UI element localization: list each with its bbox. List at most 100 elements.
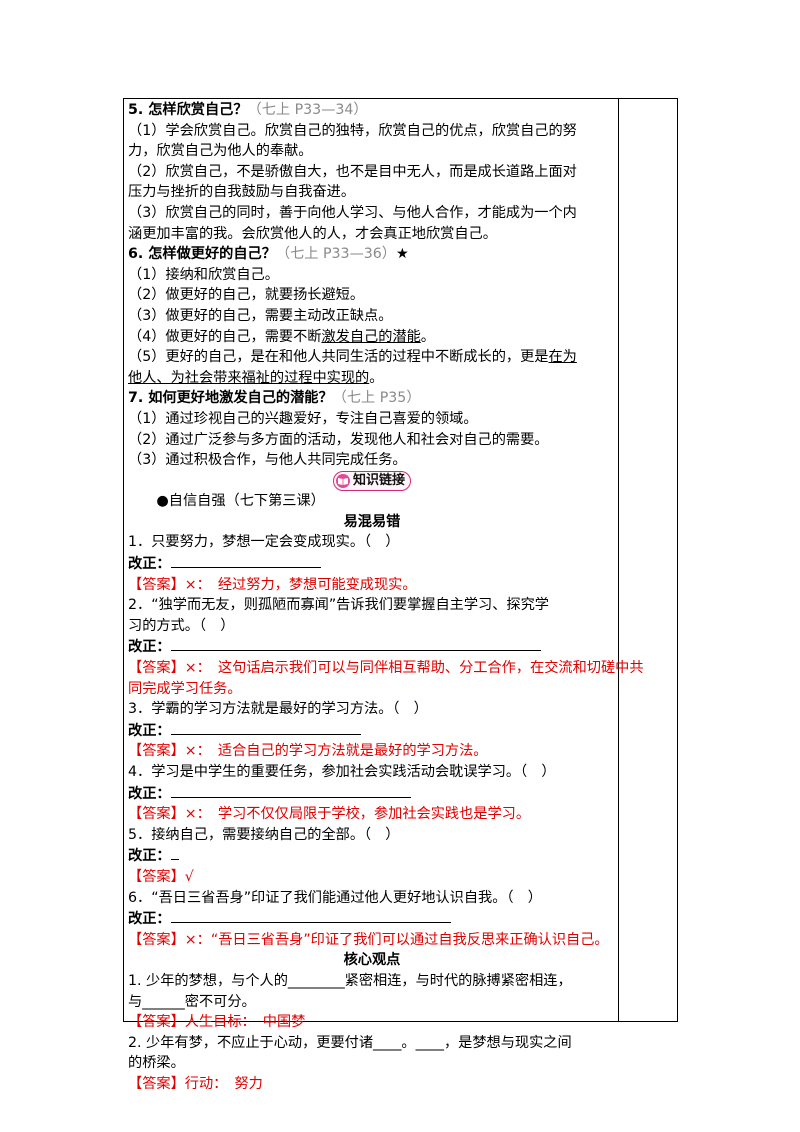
page-reference: （七上 P35）	[332, 390, 421, 407]
answer-blank[interactable]	[170, 720, 361, 735]
table-frame	[123, 98, 678, 1022]
text-line: （1）接纳和欣赏自己。	[128, 265, 616, 286]
text-line: 涵更加丰富的我。会欣赏他人的人，才会真正地欣赏自己。	[128, 224, 616, 245]
text-line: 的桥梁。	[128, 1053, 616, 1074]
text-line: （5）更好的自己，是在和他人共同生活的过程中不断成长的，更是在为	[128, 347, 616, 368]
answer-tag: 【答案】	[128, 1014, 185, 1031]
line-text: 压力与挫折的自我鼓励与自我奋进。	[128, 184, 356, 201]
line-text: ×： 经过努力，梦想可能变成现实。	[184, 576, 417, 593]
line-text: （3）欣赏自己的同时，善于向他人学习、与他人合作，才能成为一个内	[128, 204, 577, 221]
text-line: 【答案】×： 学习不仅仅局限于学校，参加社会实践也是学习。	[128, 804, 616, 825]
answer-blank[interactable]	[170, 845, 179, 861]
text-line: 与______密不可分。	[128, 992, 616, 1013]
text-line: （3）欣赏自己的同时，善于向他人学习、与他人合作，才能成为一个内	[128, 203, 616, 224]
line-text: （2）做更好的自己，就要扬长避短。	[128, 287, 365, 304]
line-text: 1．只要努力，梦想一定会变成现实。（ ）	[128, 534, 400, 551]
line-text: （2）通过广泛参与多方面的活动，发现他人和社会对自己的需要。	[128, 431, 549, 448]
line-text: （5）更好的自己，是在和他人共同生活的过程中不断成长的，更是	[128, 349, 549, 366]
answer-tag: 【答案】	[128, 806, 185, 823]
text-line: 改正：	[128, 908, 616, 930]
line-text: 5. 怎样欣赏自己？	[128, 102, 248, 118]
correction-label: 改正：	[128, 911, 171, 928]
text-line: 【答案】√	[128, 867, 616, 888]
table-column-divider	[618, 98, 619, 1022]
text-line: 【答案】×： 经过努力，梦想可能变成现实。	[128, 575, 616, 596]
line-text: 与______密不可分。	[128, 993, 256, 1010]
line-text: ●自信自强（七下第三课）	[128, 493, 325, 510]
answer-blank[interactable]	[170, 783, 411, 798]
text-line: 7. 如何更好地激发自己的潜能？（七上 P35）	[128, 388, 616, 409]
line-text: 人生目标： 中国梦	[184, 1014, 306, 1031]
line-text: ×： 适合自己的学习方法就是最好的学习方法。	[184, 743, 488, 760]
document-content: 5. 怎样欣赏自己？（七上 P33—34）（1）学会欣赏自己。欣赏自己的独特，欣…	[128, 100, 644, 1095]
line-text: 4．学习是中学生的重要任务，参加社会实践活动会耽误学习。（ ）	[128, 764, 556, 780]
answer-blank[interactable]	[170, 908, 451, 924]
text-line: （2）做更好的自己，就要扬长避短。	[128, 285, 616, 306]
text-line: 压力与挫折的自我鼓励与自我奋进。	[128, 182, 616, 203]
text-line: （1）通过珍视自己的兴趣爱好，专注自己喜爱的领域。	[128, 409, 616, 430]
correction-label: 改正：	[128, 639, 171, 656]
answer-blank[interactable]	[170, 553, 321, 569]
line-text: （1）接纳和欣赏自己。	[128, 266, 279, 283]
text-line: 知识链接	[128, 470, 616, 492]
text-line: 改正：	[128, 553, 616, 575]
text-line: （2）欣赏自己，不是骄傲自大，也不是目中无人，而是成长道路上面对	[128, 162, 616, 183]
line-text: ×： 这句话启示我们可以与同伴相互帮助、分工合作，在交流和切磋中共	[184, 660, 644, 677]
page-reference: （七上 P33—36）	[275, 246, 396, 263]
line-text: （1）学会欣赏自己。欣赏自己的独特，欣赏自己的优点，欣赏自己的努	[128, 122, 577, 139]
text-line: 6. 怎样做更好的自己？（七上 P33—36）★	[128, 244, 616, 265]
book-icon	[335, 473, 350, 488]
text-line: 核心观点	[128, 950, 616, 971]
line-text: 1. 少年的梦想，与个人的________紧密相连，与时代的脉搏紧密相连，	[128, 972, 572, 989]
line-text: 7. 如何更好地激发自己的潜能？	[128, 390, 333, 407]
line-text: 易混易错	[343, 513, 401, 530]
text-line: 1．只要努力，梦想一定会变成现实。（ ）	[128, 532, 616, 553]
text-line: （3）通过积极合作，与他人共同完成任务。	[128, 450, 616, 471]
answer-tag: 【答案】	[128, 743, 185, 760]
text-line: 易混易错	[128, 512, 616, 533]
line-text: ×： 学习不仅仅局限于学校，参加社会实践也是学习。	[184, 806, 531, 823]
line-text-end: 。	[369, 369, 384, 386]
text-line: 2. 少年有梦，不应止于心动，更要付诸____。____，是梦想与现实之间	[128, 1033, 616, 1054]
text-line: 改正：	[128, 783, 616, 805]
knowledge-link-badge: 知识链接	[332, 470, 411, 491]
line-text: （3）通过积极合作，与他人共同完成任务。	[128, 452, 407, 469]
line-text: √	[184, 868, 194, 885]
text-line: 4．学习是中学生的重要任务，参加社会实践活动会耽误学习。（ ）	[128, 762, 616, 783]
line-text: 力，欣赏自己为他人的奉献。	[128, 143, 313, 160]
line-text: 行动： 努力	[184, 1075, 263, 1092]
line-text: 5．接纳自己，需要接纳自己的全部。（ ）	[128, 826, 400, 843]
text-line: 【答案】×： 这句话启示我们可以与同伴相互帮助、分工合作，在交流和切磋中共	[128, 658, 644, 679]
text-line: 5. 怎样欣赏自己？（七上 P33—34）	[128, 100, 616, 121]
correction-label: 改正：	[128, 848, 171, 865]
answer-blank[interactable]	[170, 636, 541, 652]
line-text: （1）通过珍视自己的兴趣爱好，专注自己喜爱的领域。	[128, 410, 478, 427]
badge-label: 知识链接	[352, 472, 405, 488]
line-text-end: 。	[420, 328, 435, 345]
line-text: 同完成学习任务。	[128, 680, 242, 697]
text-line: 2．“独学而无友，则孤陋而寡闻”告诉我们要掌握自主学习、探究学	[128, 595, 616, 616]
correction-label: 改正：	[128, 722, 171, 739]
answer-tag: 【答案】	[128, 1075, 185, 1092]
text-line: 3．学霸的学习方法就是最好的学习方法。（ ）	[128, 699, 616, 720]
text-line: 6．“吾日三省吾身”印证了我们能通过他人更好地认识自我。（ ）	[128, 888, 616, 909]
line-text: 2. 少年有梦，不应止于心动，更要付诸____。____，是梦想与现实之间	[128, 1034, 572, 1051]
line-text: ×：“吾日三省吾身”印证了我们可以通过自我反思来正确认识自己。	[184, 931, 609, 948]
line-text: （2）欣赏自己，不是骄傲自大，也不是目中无人，而是成长道路上面对	[128, 163, 577, 180]
text-line: 同完成学习任务。	[128, 679, 616, 700]
text-line: （2）通过广泛参与多方面的活动，发现他人和社会对自己的需要。	[128, 430, 616, 451]
underlined-text: 在为	[548, 349, 577, 366]
line-text: 习的方式。（ ）	[128, 617, 235, 634]
answer-tag: 【答案】	[128, 931, 185, 948]
text-line: 1. 少年的梦想，与个人的________紧密相连，与时代的脉搏紧密相连，	[128, 971, 616, 992]
line-text: （3）做更好的自己，需要主动改正缺点。	[128, 307, 393, 324]
line-text: 的桥梁。	[128, 1055, 185, 1072]
text-line: 力，欣赏自己为他人的奉献。	[128, 141, 616, 162]
underlined-text: 激发自己的潜能	[321, 328, 421, 345]
text-line: （3）做更好的自己，需要主动改正缺点。	[128, 306, 616, 327]
text-line: 改正：	[128, 636, 616, 658]
text-line: 【答案】人生目标： 中国梦	[128, 1012, 616, 1033]
text-line: 5．接纳自己，需要接纳自己的全部。（ ）	[128, 825, 616, 846]
correction-label: 改正：	[128, 785, 171, 802]
text-line: 【答案】×： 适合自己的学习方法就是最好的学习方法。	[128, 741, 616, 762]
